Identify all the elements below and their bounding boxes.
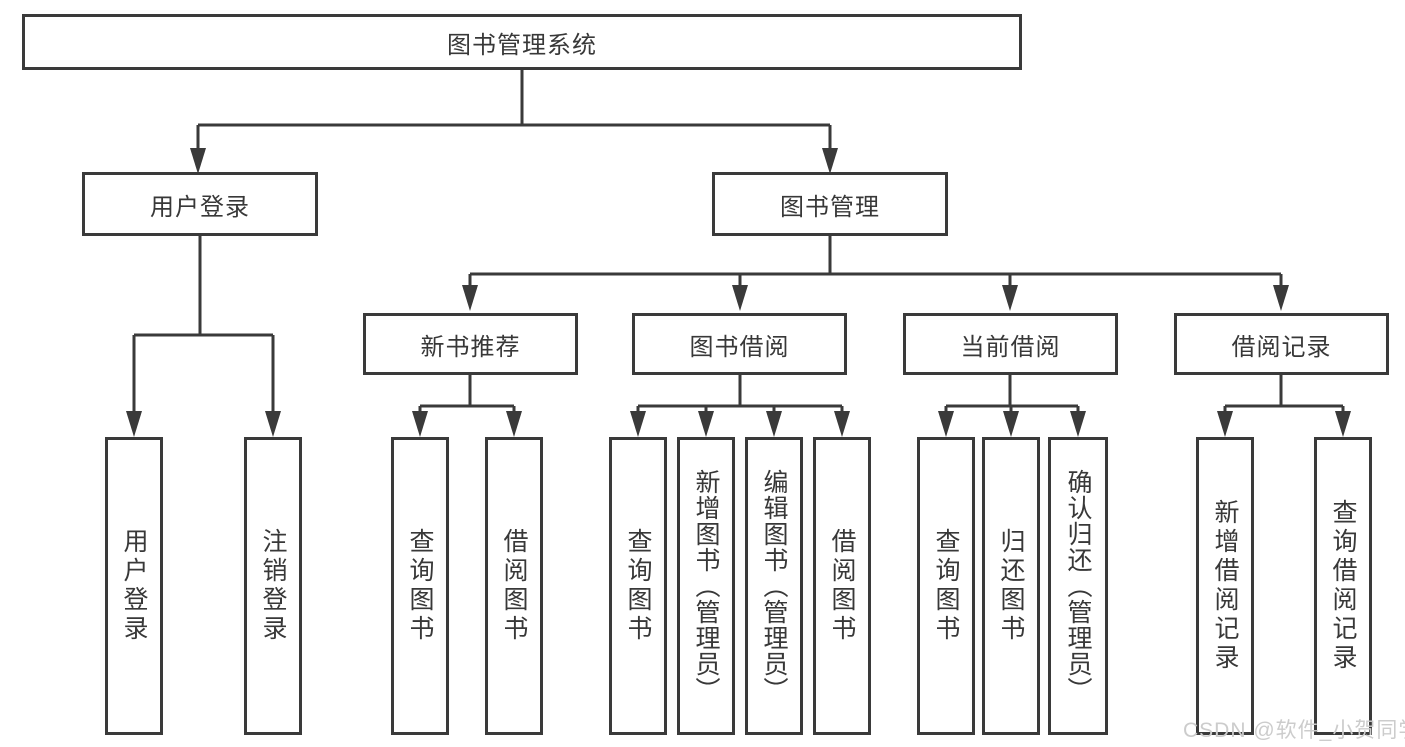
leaf-query-borrow-record: 查询借阅记录	[1314, 437, 1372, 735]
node-current-borrowing: 当前借阅	[903, 313, 1118, 375]
leaf-query-books-recommend: 查询图书	[391, 437, 449, 735]
leaf-confirm-return-admin: 确认归还（管理员）	[1048, 437, 1108, 735]
node-user-login: 用户登录	[82, 172, 318, 236]
node-library-management-system: 图书管理系统	[22, 14, 1022, 70]
csdn-watermark: CSDN @软件_小贺同学	[1183, 719, 1405, 742]
node-borrowing-records: 借阅记录	[1174, 313, 1389, 375]
leaf-logout: 注销登录	[244, 437, 302, 735]
node-new-book-recommendation: 新书推荐	[363, 313, 578, 375]
node-book-borrowing: 图书借阅	[632, 313, 847, 375]
leaf-borrow-books-recommend: 借阅图书	[485, 437, 543, 735]
leaf-add-book-admin: 新增图书（管理员）	[677, 437, 735, 735]
node-book-management: 图书管理	[712, 172, 948, 236]
leaf-query-books-borrow: 查询图书	[609, 437, 667, 735]
leaf-add-borrow-record: 新增借阅记录	[1196, 437, 1254, 735]
leaf-borrow-books: 借阅图书	[813, 437, 871, 735]
leaf-return-books: 归还图书	[982, 437, 1040, 735]
leaf-edit-book-admin: 编辑图书（管理员）	[745, 437, 803, 735]
leaf-query-books-current: 查询图书	[917, 437, 975, 735]
leaf-user-login: 用户登录	[105, 437, 163, 735]
